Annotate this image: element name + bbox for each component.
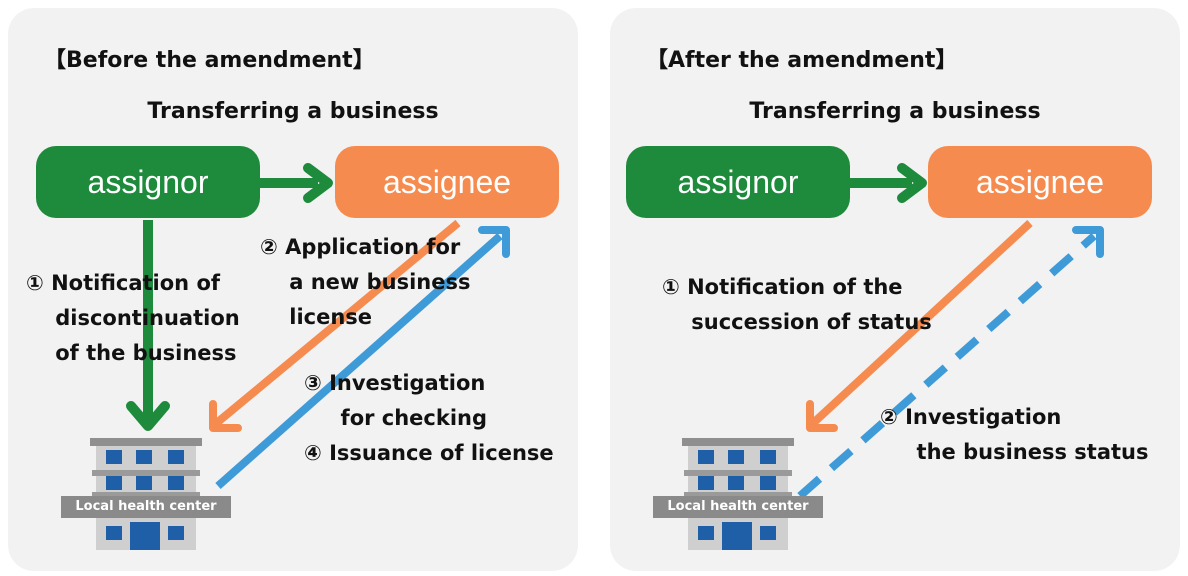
building-icon: [90, 438, 202, 550]
health-center-label: Local health center: [653, 496, 823, 518]
panel-title: 【Before the amendment】: [44, 48, 375, 73]
issuance-arrowhead: [478, 226, 510, 258]
notification-arrowhead: [806, 400, 838, 432]
assignee-box: assignee: [928, 146, 1152, 218]
issuance-arrow: [215, 233, 503, 489]
panel-title: 【After the amendment】: [646, 48, 958, 73]
panel-after-amendment: 【After the amendment】 Transferring a bus…: [610, 8, 1180, 571]
notification-arrowhead: [126, 401, 170, 431]
assignee-box: assignee: [335, 146, 559, 218]
investigation-arrowhead: [1072, 226, 1104, 258]
health-center-label: Local health center: [61, 496, 231, 518]
assignor-box: assignor: [626, 146, 850, 218]
transfer-heading: Transferring a business: [749, 99, 1041, 124]
step-notification-label: ① Notification of discontinuation of the…: [26, 271, 240, 365]
assignor-box: assignor: [36, 146, 260, 218]
transfer-heading: Transferring a business: [147, 99, 439, 124]
notification-arrow: [807, 220, 1033, 429]
transfer-arrowhead: [897, 163, 927, 203]
application-arrow: [210, 219, 461, 430]
step-notification-label: ① Notification of the succession of stat…: [662, 275, 932, 334]
step-investigation-label: ② Investigation the business status: [880, 405, 1149, 464]
step-investigation-label: ③ Investigation for checking: [304, 371, 488, 430]
transfer-arrowhead: [303, 163, 333, 203]
investigation-arrow: [797, 233, 1097, 499]
step-application-label: ② Application for a new business license: [260, 235, 471, 329]
panel-before-amendment: 【Before the amendment】 Transferring a bu…: [8, 8, 578, 571]
application-arrowhead: [209, 400, 242, 432]
step-issuance-label: ④ Issuance of license: [304, 441, 554, 465]
building-icon: [682, 438, 794, 550]
